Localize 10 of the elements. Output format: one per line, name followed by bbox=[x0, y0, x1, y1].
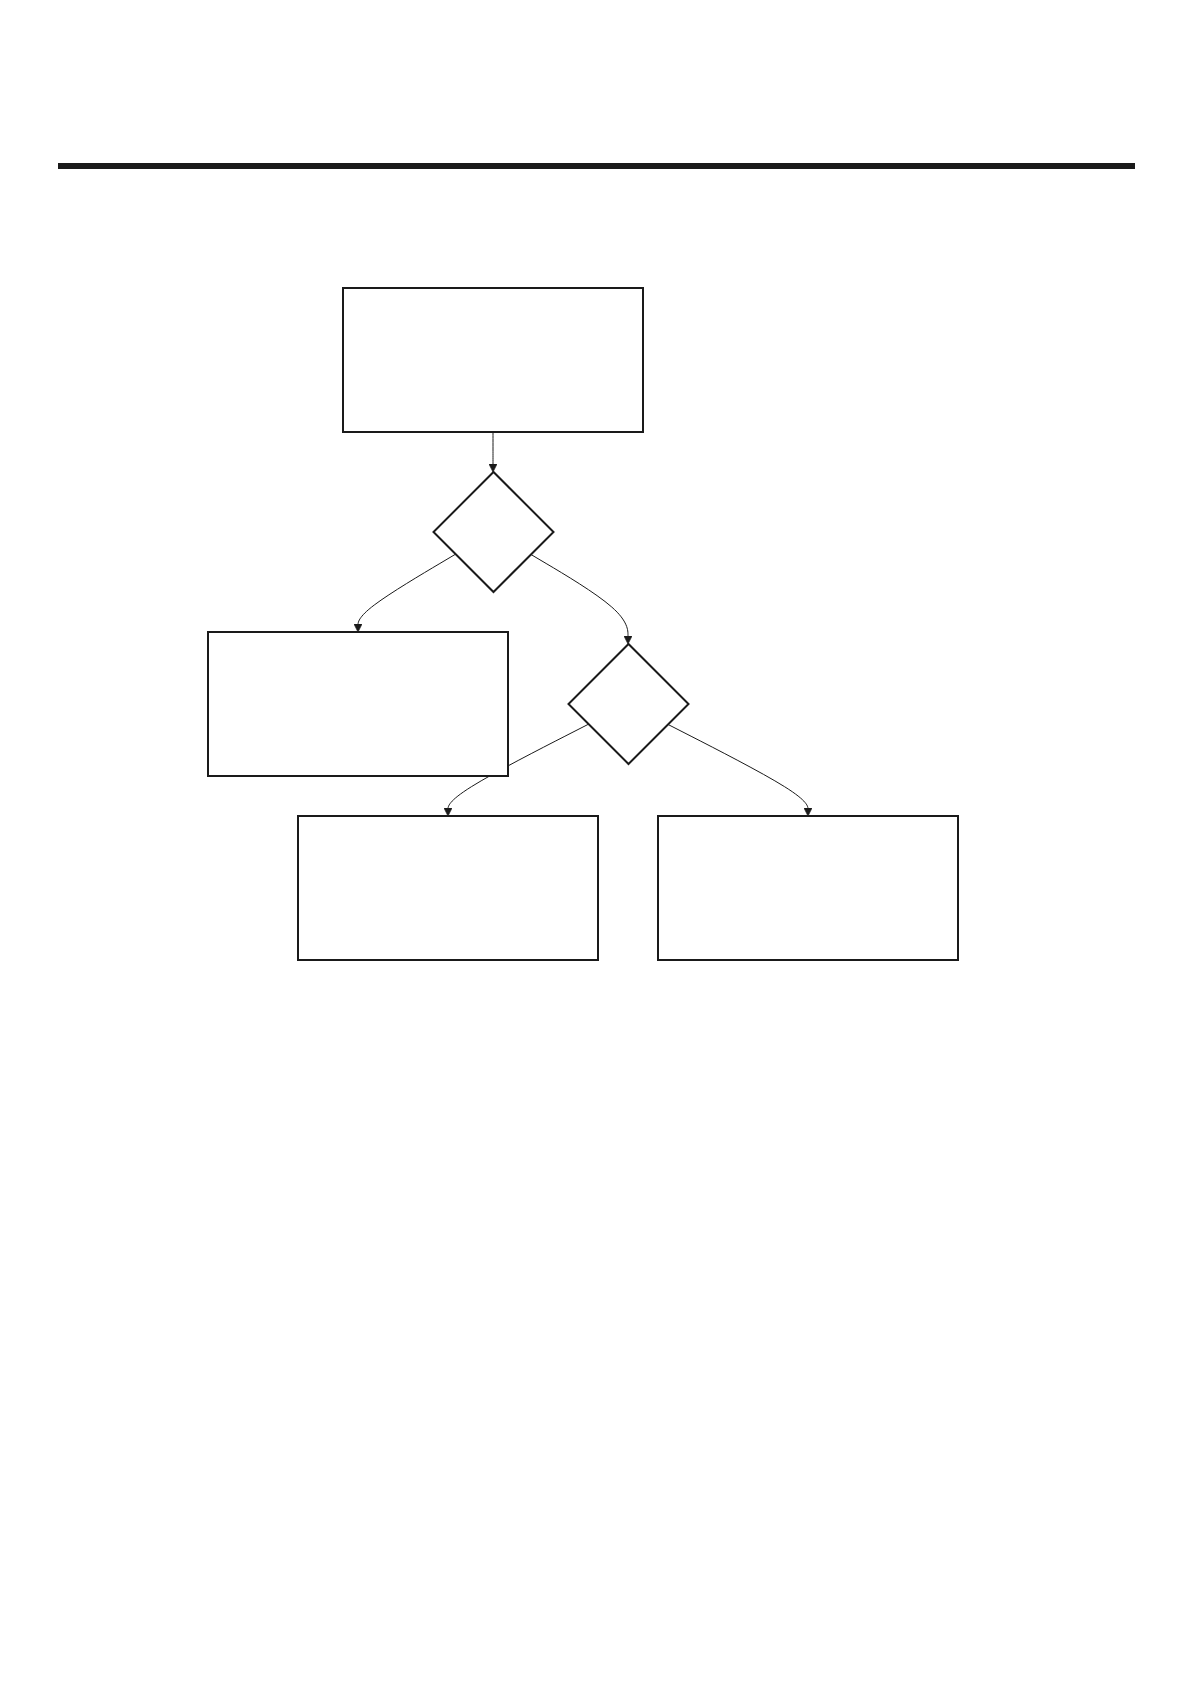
node-box bbox=[657, 815, 959, 961]
node-box bbox=[207, 631, 509, 777]
arrow bbox=[353, 553, 456, 633]
node-diamond bbox=[432, 470, 555, 594]
arrow bbox=[530, 553, 633, 645]
arrow bbox=[667, 723, 813, 817]
node-box bbox=[342, 287, 644, 433]
node-box bbox=[297, 815, 599, 961]
node-diamond bbox=[567, 642, 690, 766]
arrow bbox=[488, 431, 498, 473]
